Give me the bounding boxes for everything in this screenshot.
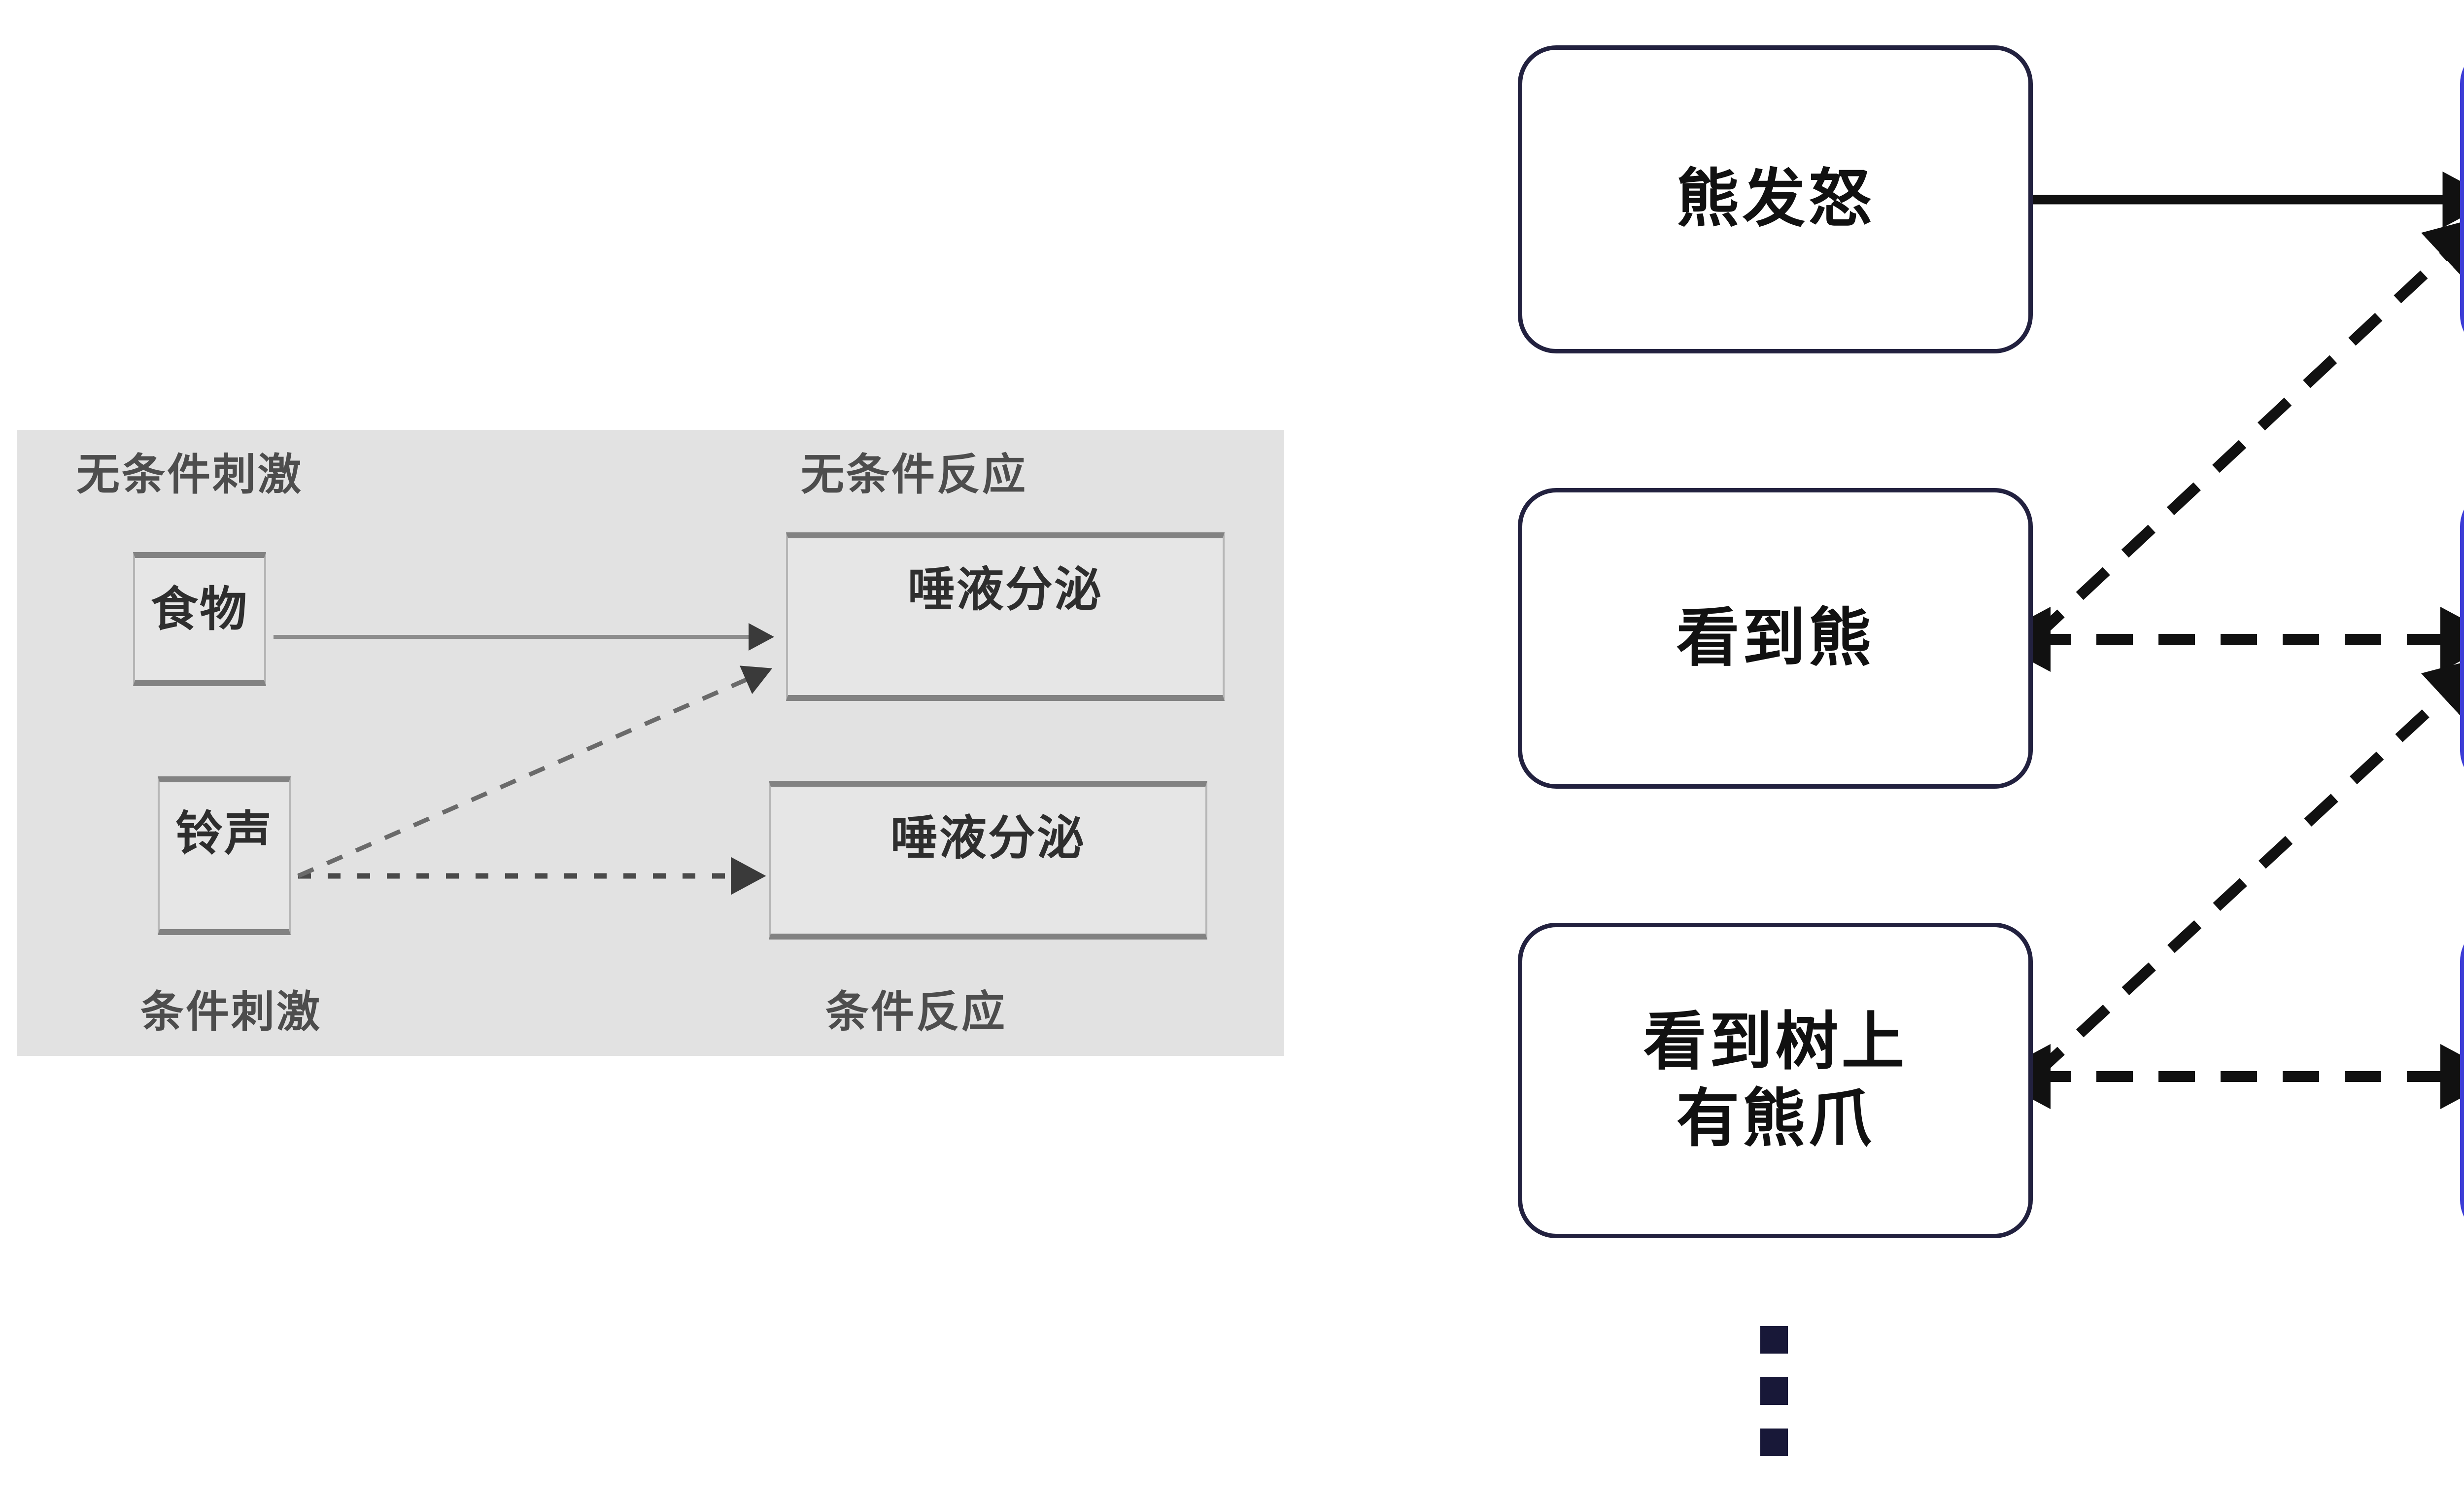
node-see-claw[interactable]: 看到树上 有熊爪 <box>1518 923 2033 1238</box>
node-v-s-prime[interactable]: V(s′) <box>2460 488 2464 789</box>
cc-box-salivation-bottom: 唾液分泌 <box>769 781 1207 940</box>
classical-conditioning-panel: 无条件刺激 无条件反应 条件刺激 条件反应 食物 铃声 唾液分泌 唾液分泌 <box>17 430 1284 1056</box>
ellipsis-square <box>1760 1429 1788 1456</box>
label-unconditioned-response: 无条件反应 <box>801 450 1028 499</box>
edge-see-claw-to-v-s-prime <box>2030 656 2464 1080</box>
ellipsis-square <box>1760 1326 1788 1354</box>
cc-box-salivation-bottom-label: 唾液分泌 <box>890 812 1086 865</box>
node-reward[interactable]: 奖励 <box>2460 45 2464 353</box>
node-v-s[interactable]: V(s) <box>2460 923 2464 1238</box>
classical-edges-layer <box>274 623 774 895</box>
label-conditioned-response: 条件反应 <box>825 987 1007 1036</box>
node-see-bear-label: 看到熊 <box>1676 602 1875 673</box>
label-conditioned-stimulus: 条件刺激 <box>140 987 322 1036</box>
node-bear-angry[interactable]: 熊发怒 <box>1518 45 2033 353</box>
cc-box-food-label: 食物 <box>151 583 248 636</box>
cc-box-salivation-top: 唾液分泌 <box>786 532 1225 701</box>
node-see-claw-label: 看到树上 有熊爪 <box>1643 1006 1908 1154</box>
cc-box-food: 食物 <box>133 552 266 686</box>
cc-box-bell-label: 铃声 <box>175 807 273 860</box>
node-see-bear[interactable]: 看到熊 <box>1518 488 2033 789</box>
node-bear-angry-label: 熊发怒 <box>1676 164 1875 235</box>
cc-box-salivation-top-label: 唾液分泌 <box>908 563 1103 616</box>
ellipsis-left-column <box>1760 1326 1788 1456</box>
edge-see-bear-to-reward <box>2030 215 2464 643</box>
cc-box-bell: 铃声 <box>158 776 291 935</box>
label-unconditioned-stimulus: 无条件刺激 <box>76 450 304 499</box>
edge-bell-to-salivation-top <box>297 665 773 878</box>
ellipsis-square <box>1760 1377 1788 1405</box>
